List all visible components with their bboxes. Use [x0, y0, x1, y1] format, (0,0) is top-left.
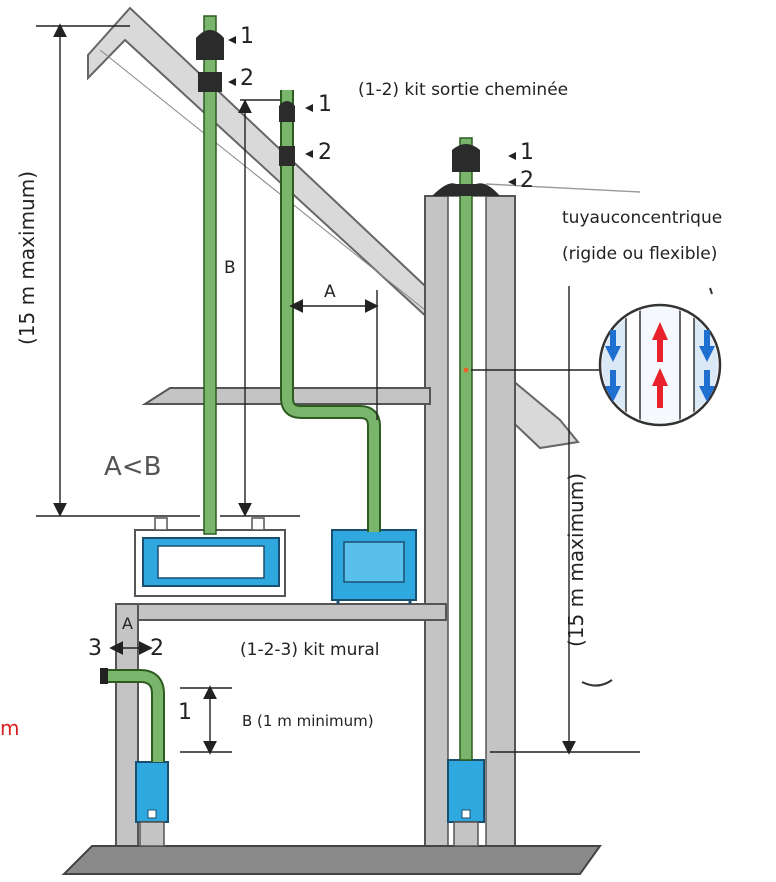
- left-wall: [115, 603, 139, 849]
- tuyau-label-line2: (rigide ou flexible): [562, 244, 718, 264]
- decor-arc: [581, 679, 613, 687]
- dim-a-wall-label: A: [122, 614, 133, 633]
- max-right-label: (15 m maximum): [564, 472, 588, 648]
- flow-arrows-outer: [605, 330, 715, 402]
- marker-1-wall: 1: [178, 700, 192, 725]
- marker-pointers: [228, 36, 516, 186]
- dim-b-label: B: [224, 258, 236, 278]
- a-lt-b-label: A<B: [104, 452, 162, 482]
- terminal-caps: [196, 30, 500, 196]
- flow-arrows-inner: [652, 322, 668, 408]
- kit-sortie-label: (1-2) kit sortie cheminée: [358, 80, 569, 100]
- marker-1-a: 1: [240, 24, 254, 49]
- dimension-lines: [36, 23, 641, 755]
- tuyau-label-line1: tuyauconcentrique: [562, 208, 723, 228]
- boiler-right: [447, 759, 485, 847]
- marker-3-wall: 3: [88, 636, 102, 661]
- pipe-long: [203, 15, 217, 535]
- boiler-left: [135, 761, 169, 847]
- marker-2-b: 2: [318, 140, 332, 165]
- concentric-pipe-detail: [463, 303, 722, 427]
- max-left-label: (15 m maximum): [15, 170, 39, 346]
- marker-1-b: 1: [318, 92, 332, 117]
- kit-mural-label: (1-2-3) kit mural: [240, 640, 380, 660]
- marker-2-wall: 2: [150, 636, 164, 661]
- marker-1-c: 1: [520, 140, 534, 165]
- red-text-fragment: m: [0, 716, 20, 740]
- pipe-offset: [280, 90, 381, 532]
- b-min-label: B (1 m minimum): [242, 712, 374, 730]
- stove: [331, 529, 417, 604]
- pipe-wall-kit: [100, 668, 165, 762]
- decor-mark: [709, 287, 713, 295]
- fireplace-insert: [134, 517, 286, 597]
- dim-a-label: A: [324, 282, 336, 302]
- marker-2-c: 2: [520, 168, 534, 193]
- middle-floor: [115, 603, 447, 621]
- marker-2-a: 2: [240, 66, 254, 91]
- pipe-chimney: [459, 137, 473, 761]
- ground-slab: [61, 845, 602, 875]
- roof-left: [87, 6, 442, 322]
